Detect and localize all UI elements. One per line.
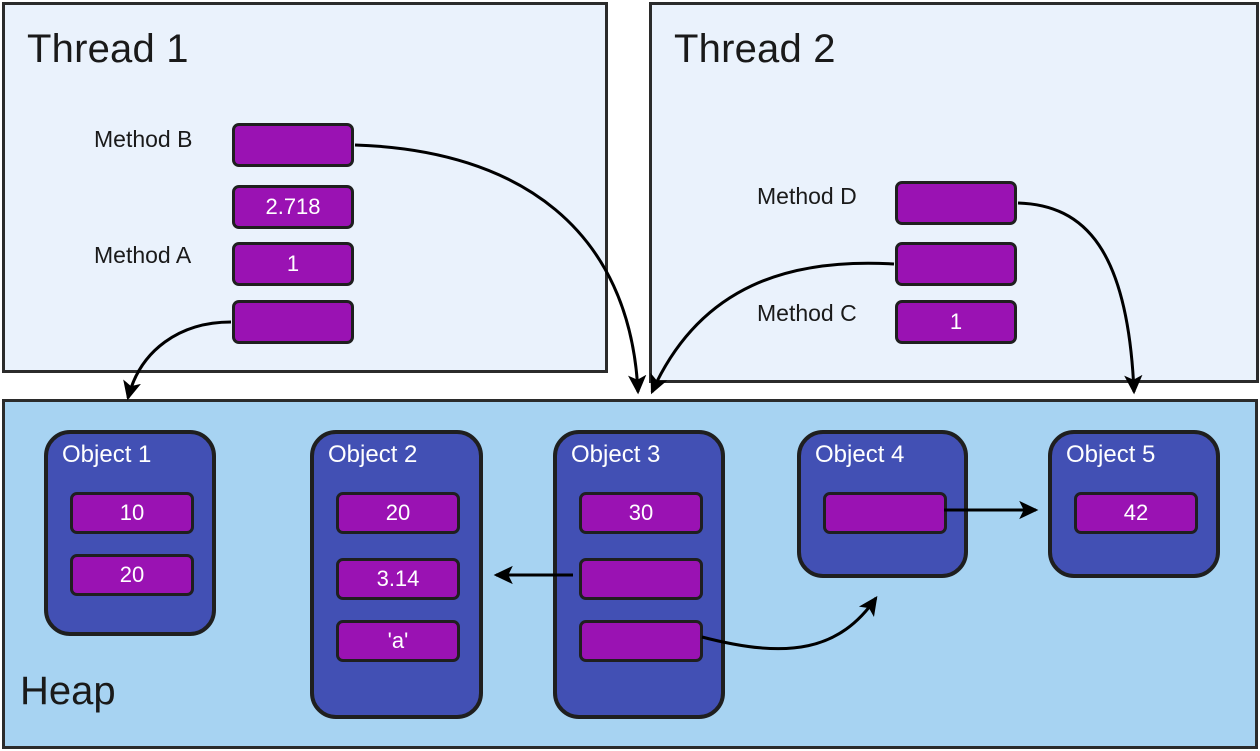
heap-object-4-field-0[interactable] (823, 492, 947, 534)
thread-2-method-d-label: Method D (757, 183, 857, 209)
heap-object-5[interactable]: Object 5 42 (1048, 430, 1220, 578)
thread-2-method-c-label: Method C (757, 300, 857, 326)
thread-1-slot-0[interactable] (232, 123, 354, 167)
heap-object-2-title: Object 2 (328, 441, 418, 468)
thread-1-method-a-label: Method A (94, 242, 192, 268)
heap-object-3-title: Object 3 (571, 441, 661, 468)
thread-1-slot-2[interactable]: 1 (232, 242, 354, 286)
heap-object-2-field-1[interactable]: 3.14 (336, 558, 460, 600)
heap-object-4-title: Object 4 (815, 441, 905, 468)
thread-1-method-b-label: Method B (94, 126, 193, 152)
heap-object-5-title: Object 5 (1066, 441, 1156, 468)
heap-object-4[interactable]: Object 4 (797, 430, 968, 578)
thread-2-slot-1[interactable] (895, 242, 1017, 286)
heap-object-2[interactable]: Object 2 20 3.14 'a' (310, 430, 483, 719)
thread-2-title: Thread 2 (674, 27, 836, 71)
heap-object-3-field-0[interactable]: 30 (579, 492, 703, 534)
heap-object-1-field-1[interactable]: 20 (70, 554, 194, 596)
heap-object-2-field-2[interactable]: 'a' (336, 620, 460, 662)
heap-object-1-title: Object 1 (62, 441, 152, 468)
heap-object-3-field-1[interactable] (579, 558, 703, 600)
heap-object-5-field-0[interactable]: 42 (1074, 492, 1198, 534)
thread-1-slot-1[interactable]: 2.718 (232, 185, 354, 229)
heap-object-1-field-0[interactable]: 10 (70, 492, 194, 534)
heap-object-2-field-0[interactable]: 20 (336, 492, 460, 534)
thread-2-slot-0[interactable] (895, 181, 1017, 225)
heap-object-3[interactable]: Object 3 30 (553, 430, 725, 719)
heap-object-3-field-2[interactable] (579, 620, 703, 662)
thread-1-slot-3[interactable] (232, 300, 354, 344)
thread-1-title: Thread 1 (27, 27, 189, 71)
heap-object-1[interactable]: Object 1 10 20 (44, 430, 216, 636)
thread-2-slot-2[interactable]: 1 (895, 300, 1017, 344)
heap-title: Heap (20, 669, 116, 713)
